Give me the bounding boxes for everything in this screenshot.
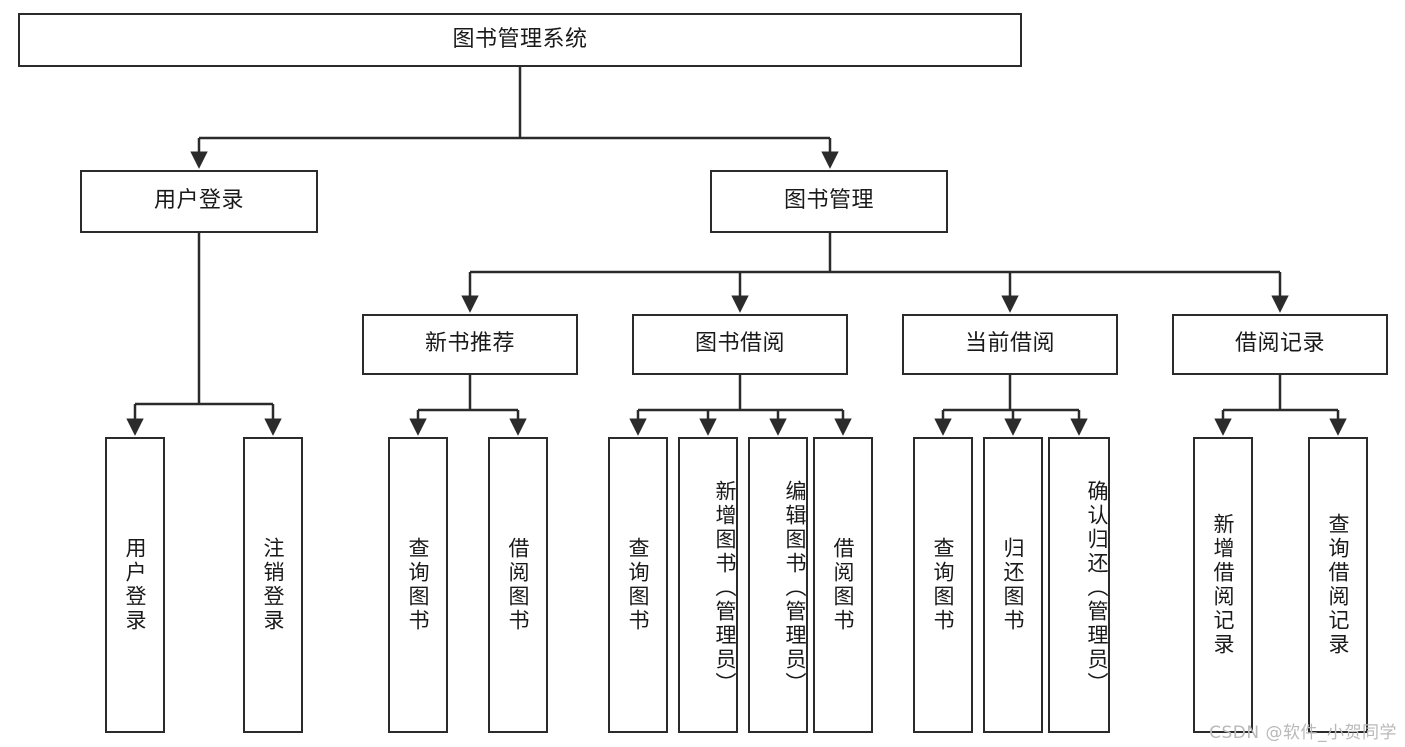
node-current-borrow[interactable]: 当前借阅 (902, 314, 1118, 375)
csdn-watermark: CSDN @软件_小贺同学 (1209, 723, 1397, 743)
node-user-login[interactable]: 用户登录 (80, 170, 318, 233)
leaf-add-book-admin[interactable]: 新增图书（管理员） (678, 437, 738, 733)
leaf-query-book-current[interactable]: 查询图书 (913, 437, 973, 733)
leaf-query-book-borrow[interactable]: 查询图书 (608, 437, 668, 733)
leaf-add-borrow-record[interactable]: 新增借阅记录 (1193, 437, 1253, 733)
leaf-confirm-return-admin[interactable]: 确认归还（管理员） (1048, 437, 1110, 733)
leaf-query-borrow-record[interactable]: 查询借阅记录 (1308, 437, 1368, 733)
node-new-book-recommend[interactable]: 新书推荐 (362, 314, 578, 375)
node-book-borrow[interactable]: 图书借阅 (632, 314, 848, 375)
leaf-return-book[interactable]: 归还图书 (983, 437, 1043, 733)
node-root-system[interactable]: 图书管理系统 (18, 13, 1022, 67)
leaf-user-logout[interactable]: 注销登录 (243, 437, 303, 733)
leaf-edit-book-admin[interactable]: 编辑图书（管理员） (748, 437, 808, 733)
leaf-query-book-recommend[interactable]: 查询图书 (388, 437, 448, 733)
leaf-borrow-book-recommend[interactable]: 借阅图书 (488, 437, 548, 733)
node-book-manage[interactable]: 图书管理 (710, 170, 948, 233)
node-borrow-record[interactable]: 借阅记录 (1172, 314, 1388, 375)
leaf-user-login[interactable]: 用户登录 (105, 437, 165, 733)
leaf-borrow-book[interactable]: 借阅图书 (813, 437, 873, 733)
